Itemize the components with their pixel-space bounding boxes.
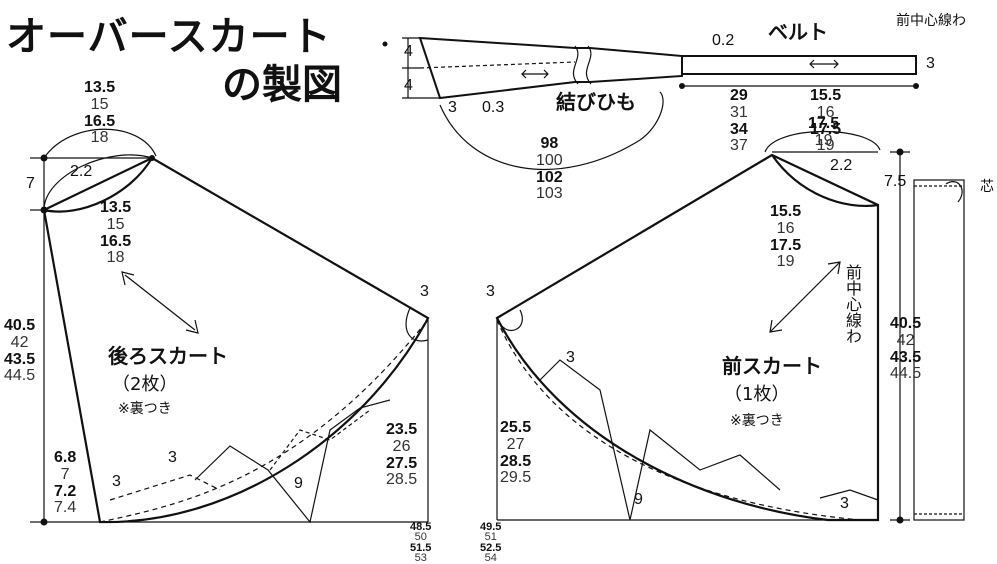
back-dim-9: 9	[294, 475, 303, 492]
back-skirt-count: （2枚）	[112, 374, 178, 395]
back-dim-2-2: 2.2	[70, 163, 93, 180]
tie-break2	[585, 45, 592, 85]
tie-break	[572, 45, 579, 85]
front-center-fold-label: 前中心線わ	[843, 264, 862, 344]
front-skirt-outline	[495, 153, 880, 522]
tie-dim-0-3: 0.3	[482, 99, 505, 116]
back-dim-3-corner: 3	[420, 283, 429, 300]
front-skirt-count: （1枚）	[724, 384, 790, 405]
tie-label: 結びひも	[556, 90, 636, 114]
belt-dim-3: 3	[926, 55, 935, 72]
page-subtitle: の製図	[222, 62, 342, 108]
tie-mid-line	[419, 61, 576, 69]
back-dim-3-hem: 3	[168, 449, 177, 466]
front-skirt-note: ※裏つき	[730, 413, 784, 429]
front-dim-3-mid: 3	[566, 349, 575, 366]
front-dim-3-bottom: 3	[840, 495, 849, 512]
back-dim-7: 7	[26, 175, 35, 192]
back-skirt-outline	[42, 156, 430, 524]
tie-outline	[418, 36, 683, 100]
page-title: オーバースカート	[6, 14, 332, 60]
interfacing-label: 芯	[980, 179, 994, 195]
belt-front-center-label: 前中心線わ	[896, 13, 966, 29]
back-skirt-name: 後ろスカート	[108, 344, 228, 368]
back-dim-3-left: 3	[112, 473, 121, 490]
tie-dim-4-top: 4	[404, 43, 413, 60]
belt-rect	[681, 55, 917, 75]
front-skirt-name: 前スカート	[722, 354, 822, 378]
tie-dim-3: 3	[448, 99, 457, 116]
front-dim-3-top: 3	[486, 283, 495, 300]
front-dim-2-2: 2.2	[830, 157, 853, 174]
front-dim-9: 9	[634, 491, 643, 508]
front-dim-7-5: 7.5	[884, 173, 907, 190]
belt-label: ベルト	[768, 20, 828, 44]
back-skirt-note: ※裏つき	[118, 401, 172, 417]
belt-dim-0-2: 0.2	[712, 32, 735, 49]
tie-dim-4-bottom: 4	[404, 77, 413, 94]
